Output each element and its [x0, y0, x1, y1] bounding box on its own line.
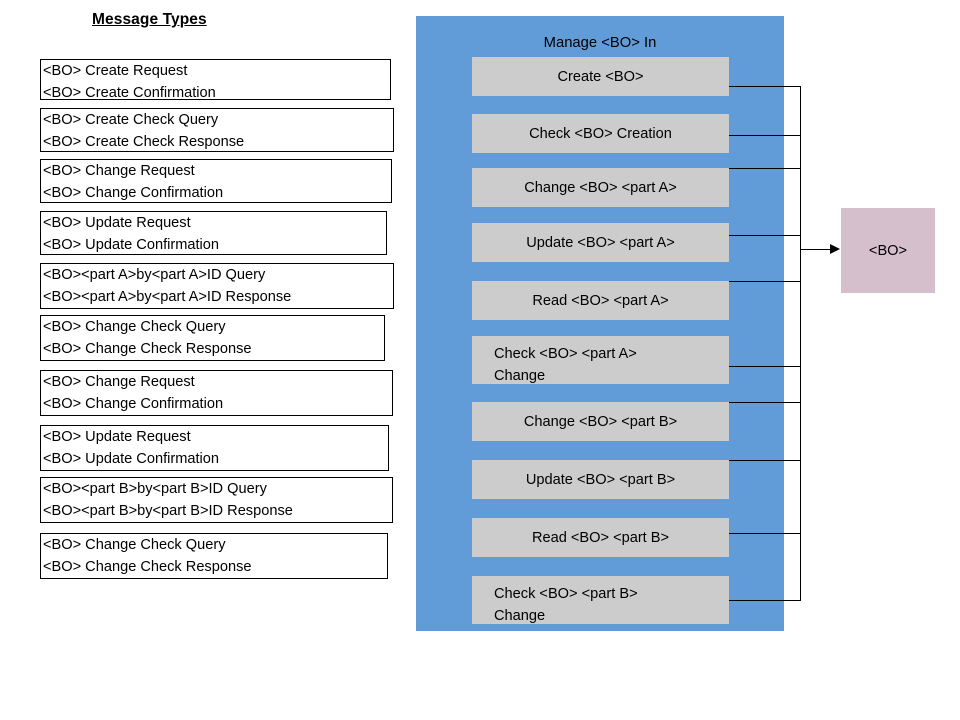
operation-box[interactable]: Check <BO> <part A> Change [472, 336, 729, 384]
operation-label: Update <BO> <part A> [526, 234, 675, 251]
operation-box[interactable]: Update <BO> <part A> [472, 223, 729, 262]
message-types-heading: Message Types [92, 11, 207, 28]
message-type-line: <BO> Change Confirmation [43, 184, 224, 201]
connector-line [729, 235, 801, 236]
message-type-line: <BO> Change Confirmation [43, 395, 224, 412]
message-type-line: <BO> Update Confirmation [43, 236, 220, 253]
operation-label: Check <BO> Creation [529, 125, 672, 142]
message-type-line: <BO> Update Confirmation [43, 450, 220, 467]
message-type-line: <BO> Change Check Query [43, 319, 226, 335]
connector-line [729, 281, 801, 282]
connector-bus [800, 86, 801, 600]
connector-line [729, 600, 801, 601]
message-type-box: <BO><part A>by<part A>ID Query <BO><part … [40, 263, 394, 309]
message-type-line: <BO> Create Request [43, 63, 188, 79]
operation-label: Change <BO> <part A> [524, 179, 677, 196]
operation-box[interactable]: Change <BO> <part A> [472, 168, 729, 207]
operation-label: Update <BO> <part B> [525, 471, 676, 488]
connector-line [729, 366, 801, 367]
operation-box[interactable]: Read <BO> <part A> [472, 281, 729, 320]
operation-label: Read <BO> <part A> [532, 292, 669, 309]
message-type-line: <BO> Change Check Response [43, 340, 252, 357]
message-type-line: <BO> Change Check Response [43, 558, 252, 575]
bo-entity-box: <BO> [841, 208, 935, 293]
operation-label: Create <BO> [557, 68, 644, 85]
message-type-line: <BO><part B>by<part B>ID Query [43, 481, 267, 497]
operation-label-line2: Change [494, 368, 546, 384]
message-type-line: <BO> Update Request [43, 215, 191, 231]
connector-line [729, 402, 801, 403]
operation-label: Check <BO> <part B> [494, 586, 638, 602]
message-type-line: <BO> Change Request [43, 163, 195, 179]
message-type-line: <BO><part A>by<part A>ID Response [43, 288, 292, 305]
operation-label: Check <BO> <part A> [494, 346, 637, 362]
message-type-line: <BO><part B>by<part B>ID Response [43, 502, 293, 519]
message-type-box: <BO> Update Request <BO> Update Confirmat… [40, 425, 389, 471]
connector-line [729, 460, 801, 461]
message-type-box: <BO> Create Check Query <BO> Create Check… [40, 108, 394, 152]
message-type-box: <BO><part B>by<part B>ID Query <BO><part … [40, 477, 393, 523]
entity-arrow-line [801, 249, 831, 250]
message-type-line: <BO> Change Request [43, 374, 195, 390]
operation-label: Change <BO> <part B> [523, 413, 678, 430]
message-type-box: <BO> Change Request <BO> Change Confirmat… [40, 159, 392, 203]
operation-box[interactable]: Check <BO> Creation [472, 114, 729, 153]
connector-line [729, 168, 801, 169]
operation-box[interactable]: Check <BO> <part B> Change [472, 576, 729, 624]
operation-box[interactable]: Change <BO> <part B> [472, 402, 729, 441]
message-type-box: <BO> Create Request <BO> Create Confirmat… [40, 59, 391, 101]
connector-line [729, 135, 801, 136]
message-type-box: <BO> Change Request <BO> Change Confirmat… [40, 370, 393, 416]
message-type-box: <BO> Update Request <BO> Update Confirmat… [40, 211, 387, 255]
operation-box[interactable]: Read <BO> <part B> [472, 518, 729, 557]
message-type-line: <BO> Change Check Query [43, 537, 226, 553]
message-type-line: <BO> Create Check Response [43, 133, 245, 150]
panel-title: Manage <BO> In [543, 35, 657, 51]
operation-label-line2: Change [494, 608, 546, 624]
message-type-box: <BO> Change Check Query <BO> Change Check… [40, 533, 388, 579]
operation-box[interactable]: Create <BO> [472, 57, 729, 96]
message-type-line: <BO> Create Check Query [43, 112, 219, 128]
connector-line [729, 533, 801, 534]
connector-line [729, 86, 801, 87]
operation-box[interactable]: Update <BO> <part B> [472, 460, 729, 499]
bo-entity-label: <BO> [868, 242, 908, 259]
entity-arrow-head-icon [830, 244, 840, 254]
operation-label: Read <BO> <part B> [531, 529, 670, 546]
message-type-line: <BO> Update Request [43, 429, 191, 445]
message-type-line: <BO><part A>by<part A>ID Query [43, 267, 266, 283]
message-type-box: <BO> Change Check Query <BO> Change Check… [40, 315, 385, 361]
message-type-line: <BO> Create Confirmation [43, 84, 216, 101]
